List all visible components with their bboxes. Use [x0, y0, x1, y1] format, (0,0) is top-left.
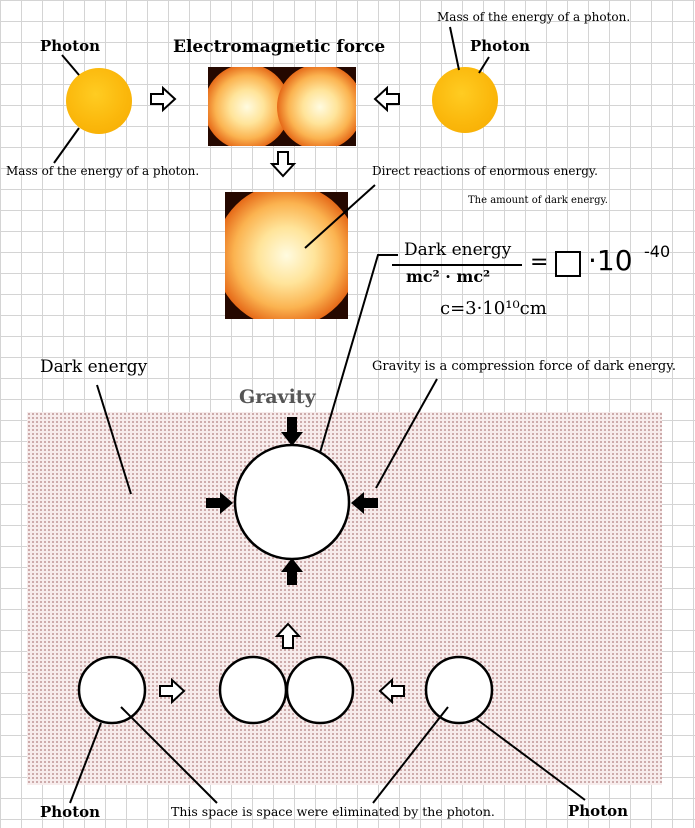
- label-gravity-compression: Gravity is a compression force of dark e…: [372, 359, 676, 374]
- leader-photon-right: [478, 56, 490, 74]
- photon-right-ball: [432, 67, 498, 133]
- leader-direct-reactions: [304, 184, 376, 249]
- leader-space-eliminated: [120, 706, 218, 804]
- photon-bottom-left-circle: [77, 655, 147, 725]
- arrow-solid-left: [351, 492, 378, 514]
- formula-equals: =: [530, 250, 549, 275]
- leader-photon-bottom-right-b: [474, 717, 586, 801]
- formula-times-ten: ·10: [588, 244, 633, 277]
- arrow-right-top: [150, 87, 176, 111]
- arrow-solid-up: [281, 558, 303, 585]
- label-amount-dark: The amount of dark energy.: [468, 195, 608, 206]
- arrow-solid-down: [281, 417, 303, 446]
- leader-gravity-compression: [375, 378, 438, 489]
- arrow-up-hollow: [276, 623, 300, 649]
- leader-dark-energy: [96, 384, 132, 495]
- photon-left-ball: [66, 68, 132, 134]
- label-em-force: Electromagnetic force: [173, 37, 386, 57]
- formula-unknown-box: [555, 251, 581, 277]
- formula-numerator: Dark energy: [404, 240, 512, 260]
- leader-formula-to-gravity: [311, 254, 398, 481]
- dark-energy-field: [27, 412, 662, 785]
- arrow-left-bottom: [379, 679, 405, 703]
- leader-mass-left: [53, 127, 80, 164]
- label-photon-right: Photon: [470, 37, 531, 55]
- leader-photon-left: [61, 54, 80, 76]
- leader-photon-bottom-right-a: [372, 706, 449, 804]
- label-photon-bottom-left: Photon: [40, 803, 101, 821]
- label-space-eliminated: This space is space were eliminated by t…: [171, 804, 495, 819]
- formula-fraction-bar: [392, 264, 522, 266]
- leader-photon-bottom-left: [69, 722, 102, 804]
- label-photon-left: Photon: [40, 37, 101, 55]
- photon-bottom-right-circle: [424, 655, 494, 725]
- label-gravity: Gravity: [239, 386, 316, 408]
- arrow-right-bottom: [159, 679, 185, 703]
- merged-photons-image: [208, 67, 356, 146]
- merged-right-circle: [285, 655, 355, 725]
- energy-reaction-image: [225, 192, 348, 319]
- leader-mass-top-right: [449, 26, 460, 71]
- label-dark-energy: Dark energy: [40, 357, 148, 377]
- merged-left-circle: [218, 655, 288, 725]
- formula-exponent: -40: [644, 242, 671, 261]
- label-direct-reactions: Direct reactions of enormous energy.: [372, 164, 598, 178]
- formula-denominator: mc² · mc²: [406, 267, 491, 286]
- gravity-circle: [233, 443, 351, 561]
- arrow-left-top: [374, 87, 400, 111]
- label-photon-bottom-right: Photon: [568, 802, 629, 820]
- arrow-solid-right: [206, 492, 233, 514]
- label-mass-top-right: Mass of the energy of a photon.: [437, 10, 631, 24]
- formula-c-value: c=3·10¹⁰cm: [440, 298, 547, 319]
- label-mass-left: Mass of the energy of a photon.: [6, 164, 200, 178]
- arrow-down-top: [271, 151, 295, 177]
